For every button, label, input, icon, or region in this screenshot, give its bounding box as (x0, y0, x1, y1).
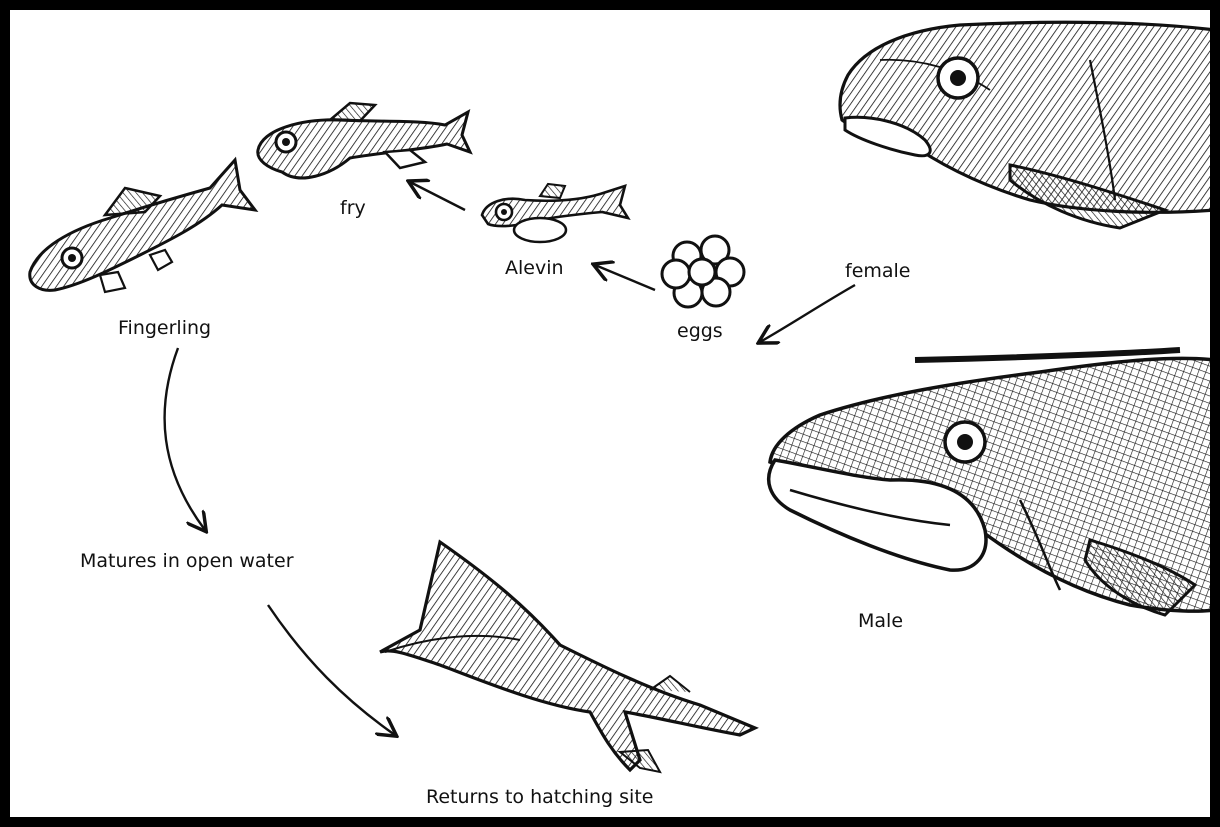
arrow-female-to-eggs (760, 285, 855, 342)
female-label: female (845, 260, 911, 282)
salmon-life-cycle-diagram: fry Alevin eggs female Fingerling Mature… (10, 10, 1210, 817)
matures-label: Matures in open water (80, 550, 294, 572)
eggs-label: eggs (677, 320, 723, 342)
returns-label: Returns to hatching site (426, 786, 653, 808)
fingerling-label: Fingerling (118, 317, 211, 339)
alevin-fish (482, 184, 628, 242)
arrow-alevin-to-fry (410, 182, 465, 210)
male-label: Male (858, 610, 903, 632)
arrow-open-water-to-return (268, 605, 395, 735)
female-salmon-head (840, 22, 1210, 228)
illustration-layer (10, 10, 1210, 817)
fry-fish (258, 103, 470, 178)
fingerling-fish (30, 160, 255, 292)
arrow-eggs-to-alevin (595, 265, 655, 290)
alevin-label: Alevin (505, 257, 564, 279)
salmon-tail (380, 542, 755, 772)
fry-label: fry (340, 197, 366, 219)
eggs-cluster (662, 236, 744, 307)
arrow-fingerling-to-open-water (165, 348, 205, 530)
male-salmon-head (769, 350, 1210, 615)
